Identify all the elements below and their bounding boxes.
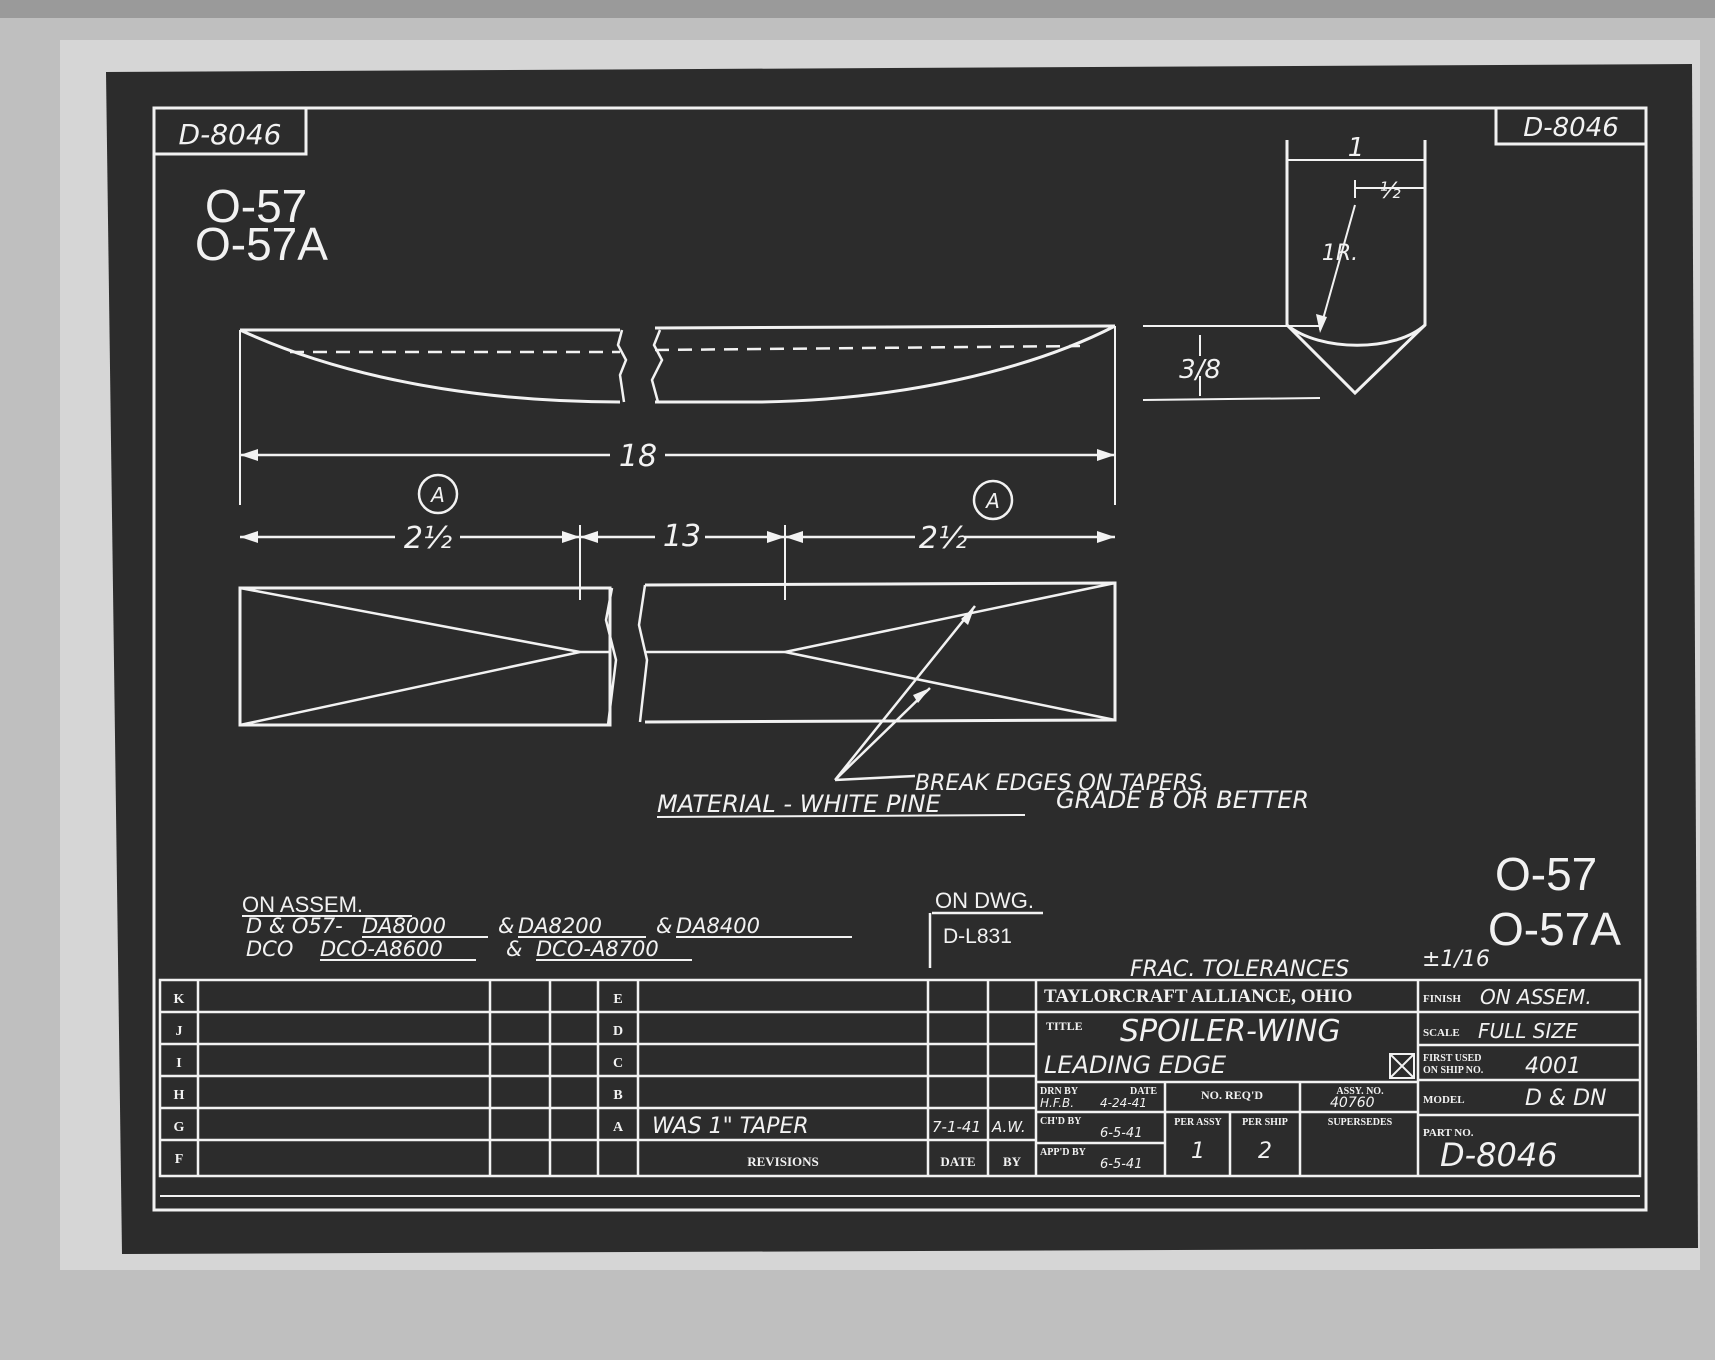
dimension-taper-right: 2½: [919, 521, 967, 556]
assy-no-value: 40760: [1330, 1095, 1375, 1111]
model-code-topleft-1: O-57: [205, 180, 307, 232]
revisions-footer-label: REVISIONS: [747, 1154, 819, 1169]
on-assembly-joiner-1: &: [498, 914, 514, 938]
dimension-thickness: 3/8: [1179, 355, 1221, 385]
note-grade: GRADE B OR BETTER: [1056, 786, 1309, 814]
revision-a-date: 7-1-41: [932, 1118, 981, 1136]
per-assy-value: 1: [1191, 1139, 1205, 1164]
finish-label: FINISH: [1423, 993, 1461, 1005]
drawn-by-label: DRN BY: [1040, 1086, 1079, 1097]
overall-length-dimension: [240, 449, 1115, 461]
title-label: TITLE: [1046, 1019, 1083, 1033]
drawn-by-value: H.F.B.: [1040, 1096, 1074, 1110]
title-line-1: SPOILER-WING: [1120, 1014, 1341, 1049]
on-assembly-joiner-3: &: [506, 937, 522, 961]
on-drawing-heading: ON DWG.: [935, 888, 1034, 913]
drawing-number-topleft: D-8046: [179, 118, 282, 151]
side-view: [239, 324, 1321, 505]
revision-letter: A: [613, 1120, 624, 1135]
per-ship-label: PER SHIP: [1242, 1117, 1288, 1128]
section-marker-left: A: [429, 483, 445, 507]
company-name: TAYLORCRAFT ALLIANCE, OHIO: [1044, 986, 1352, 1007]
on-assembly-line1-prefix: D & O57-: [246, 914, 343, 938]
revision-letter: K: [174, 992, 185, 1007]
approved-date-value: 6-5-41: [1100, 1157, 1142, 1172]
per-ship-value: 2: [1258, 1139, 1272, 1164]
plan-view: [238, 581, 1117, 782]
on-assembly-line2-prefix: DCO: [246, 937, 293, 961]
model-code-topleft-2: O-57A: [195, 218, 328, 270]
part-no-value: D-8046: [1440, 1136, 1558, 1174]
on-assembly-part-5: DCO-A8700: [536, 937, 659, 961]
revisions-by-label: BY: [1003, 1154, 1022, 1169]
revision-letters-left: K J I H G F: [174, 992, 185, 1167]
per-assy-label: PER ASSY: [1174, 1117, 1222, 1128]
supersedes-label: SUPERSEDES: [1328, 1117, 1393, 1128]
drawing-border: [152, 106, 1648, 1212]
title-line-2: LEADING EDGE: [1044, 1051, 1227, 1079]
on-assembly-part-2: DA8200: [518, 914, 602, 938]
note-material: MATERIAL - WHITE PINE: [657, 790, 941, 818]
note-tolerances: FRAC. TOLERANCES: [1130, 957, 1349, 982]
checked-date-value: 6-5-41: [1100, 1126, 1142, 1141]
model-label: MODEL: [1423, 1094, 1465, 1106]
revision-letter: H: [174, 1088, 185, 1103]
on-assembly-joiner-2: &: [656, 914, 672, 938]
note-break-edges: BREAK EDGES ON TAPERS.: [915, 771, 1209, 796]
revision-letter: B: [613, 1088, 622, 1103]
revision-letter: J: [176, 1024, 183, 1039]
dimension-section-width: 1: [1348, 133, 1365, 163]
no-reqd-label: NO. REQ'D: [1201, 1088, 1263, 1102]
revision-letter: I: [176, 1056, 181, 1071]
revisions-date-label: DATE: [940, 1154, 975, 1169]
revision-letter: E: [613, 992, 622, 1007]
on-assembly-part-1: DA8000: [362, 914, 446, 938]
dimension-section-half-width: ½: [1379, 179, 1400, 204]
revision-letter: F: [175, 1152, 184, 1167]
note-tolerance-value: ±1/16: [1422, 947, 1490, 972]
first-used-label-1: FIRST USED: [1423, 1053, 1481, 1064]
revision-letter: G: [174, 1120, 185, 1135]
check-box: [1389, 1053, 1415, 1079]
first-used-value: 4001: [1525, 1054, 1581, 1079]
cross-section-view: [1285, 140, 1427, 396]
drawn-date-label: DATE: [1130, 1086, 1157, 1097]
scale-value: FULL SIZE: [1478, 1019, 1578, 1043]
title-block-grid: [158, 978, 1642, 1197]
revision-letter: C: [613, 1056, 623, 1071]
drawn-date-value: 4-24-41: [1100, 1096, 1147, 1110]
on-drawing-value: D-L831: [943, 925, 1012, 948]
section-markers: [417, 473, 1014, 521]
drawing-number-topright: D-8046: [1523, 113, 1619, 143]
revision-letter: D: [613, 1024, 623, 1039]
assy-no-label: ASSY. NO.: [1336, 1086, 1384, 1097]
dimension-taper-left: 2½: [404, 521, 452, 556]
material-underline: [656, 814, 1026, 818]
revision-letters-right: E D C B A: [613, 992, 624, 1135]
on-assembly-part-3: DA8400: [676, 914, 760, 938]
checked-by-label: CH'D BY: [1040, 1116, 1082, 1127]
dimension-middle: 13: [663, 519, 701, 554]
model-code-bottomright-2: O-57A: [1488, 903, 1621, 955]
first-used-label-2: ON SHIP NO.: [1423, 1065, 1484, 1076]
revision-a-text: WAS 1" TAPER: [652, 1114, 809, 1139]
finish-value: ON ASSEM.: [1480, 985, 1592, 1009]
model-value: D & DN: [1525, 1086, 1606, 1111]
top-strip: [0, 0, 1715, 18]
on-assembly-heading: ON ASSEM.: [242, 892, 363, 917]
approved-by-label: APP'D BY: [1040, 1147, 1087, 1158]
model-code-bottomright-1: O-57: [1495, 848, 1597, 900]
on-assembly-part-4: DCO-A8600: [320, 937, 443, 961]
revision-a-by: A.W.: [991, 1118, 1026, 1136]
part-no-label: PART NO.: [1423, 1127, 1474, 1139]
dimension-overall-length: 18: [619, 439, 657, 474]
section-marker-right: A: [984, 489, 1000, 513]
dimension-section-radius: 1R.: [1322, 241, 1358, 266]
scale-label: SCALE: [1423, 1027, 1460, 1039]
blueprint-sheet: [106, 64, 1698, 1254]
